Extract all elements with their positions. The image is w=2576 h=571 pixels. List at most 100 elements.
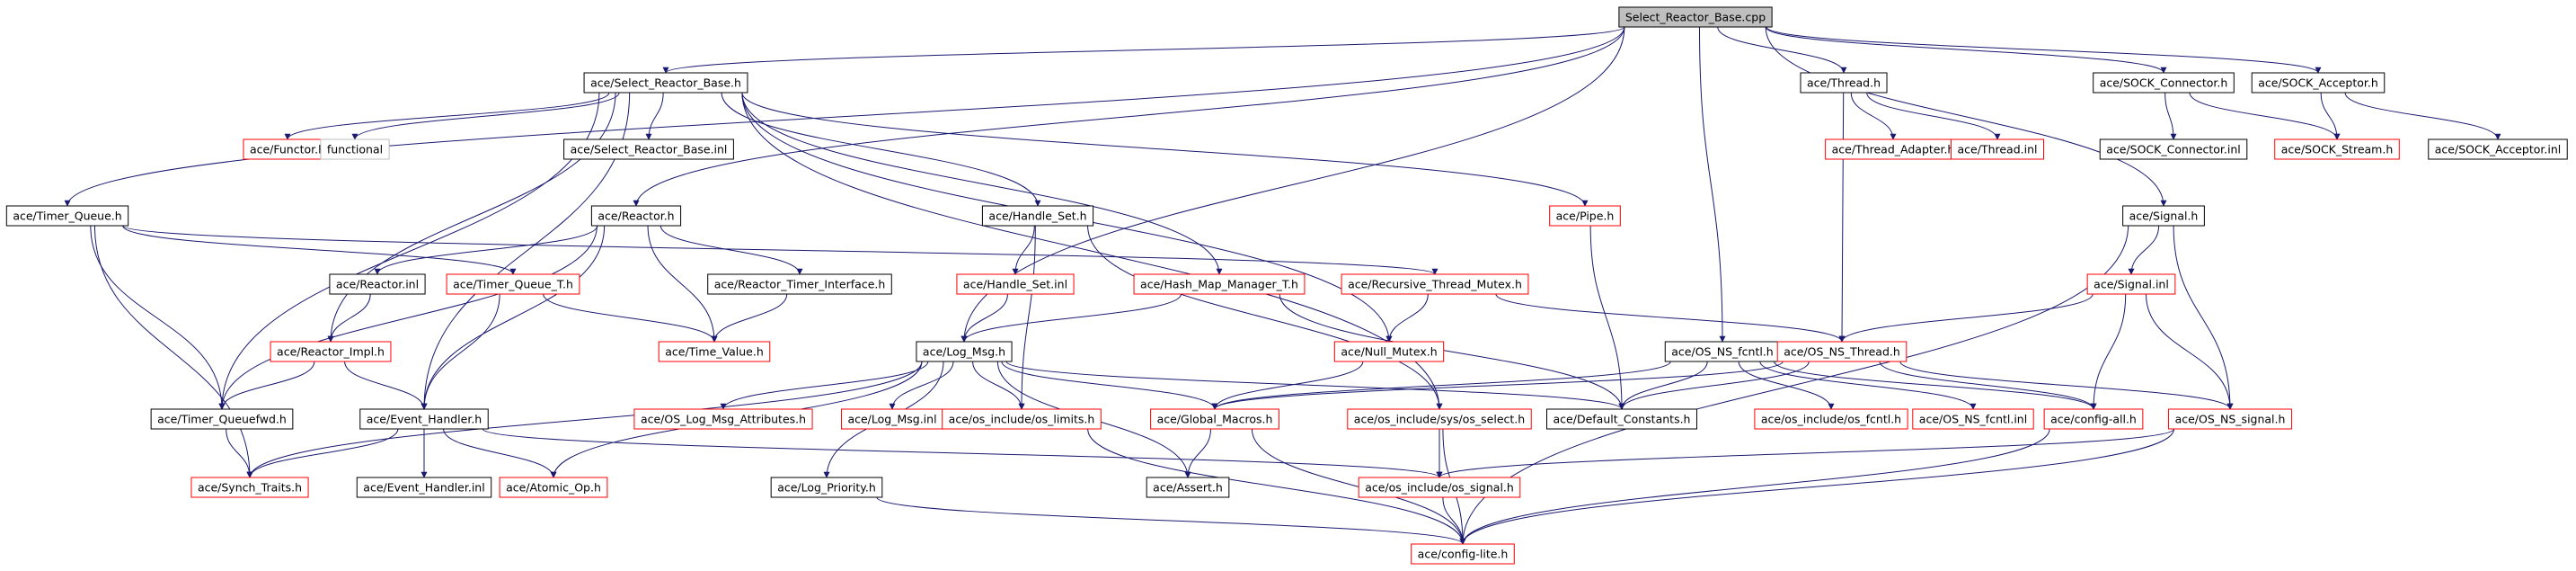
node-label: ace/Signal.inl	[2094, 278, 2169, 291]
node-log-msg[interactable]: ace/Log_Msg.h	[916, 341, 1013, 362]
node-box	[2251, 72, 2386, 94]
node-null-mutex[interactable]: ace/Null_Mutex.h	[1333, 341, 1445, 362]
node-select-inl[interactable]: ace/Select_Reactor_Base.inl	[563, 138, 734, 160]
node-box	[2168, 408, 2292, 430]
node-label: ace/Recursive_Thread_Mutex.h	[1348, 278, 1522, 291]
node-label: ace/Handle_Set.h	[988, 210, 1086, 223]
node-os-ns-thread[interactable]: ace/OS_NS_Thread.h	[1776, 341, 1908, 362]
nodes-layer: Select_Reactor_Base.cpp ace/Select_Reacto…	[5, 6, 2568, 565]
edge-timer-queue-t-to-event-handler	[420, 293, 500, 410]
node-box	[956, 273, 1075, 295]
edge-os-ns-fcntl-to-global-macros	[1211, 361, 1671, 410]
node-signal-inl[interactable]: ace/Signal.inl	[2086, 273, 2176, 295]
node-synch-traits[interactable]: ace/Synch_Traits.h	[190, 477, 309, 498]
node-global-macros[interactable]: ace/Global_Macros.h	[1150, 408, 1279, 430]
node-sock-acc-inl[interactable]: ace/SOCK_Acceptor.inl	[2428, 138, 2568, 160]
node-functional[interactable]: functional	[320, 138, 390, 160]
node-label: ace/Event_Handler.h	[367, 413, 482, 426]
node-os-limits[interactable]: ace/os_include/os_limits.h	[942, 408, 1102, 430]
node-timer-queue-h[interactable]: ace/Timer_Queue.h	[5, 205, 129, 227]
edge-signal-h-to-config-lite	[1459, 225, 2129, 545]
edge-reactor-h-to-reactor-inl	[374, 225, 598, 275]
edge-event-handler-to-atomic-op	[443, 428, 557, 478]
node-timer-queue-t[interactable]: ace/Timer_Queue_T.h	[446, 273, 580, 295]
node-box	[1341, 273, 1529, 295]
edge-select-cpp-to-sock-conn-h	[1765, 26, 2167, 74]
node-box	[1618, 6, 1773, 28]
node-os-fcntl[interactable]: ace/os_include/os_fcntl.h	[1754, 408, 1908, 430]
node-sock-conn-h[interactable]: ace/SOCK_Connector.h	[2093, 72, 2235, 94]
node-config-lite[interactable]: ace/config-lite.h	[1411, 543, 1515, 565]
node-os-log-attr[interactable]: ace/OS_Log_Msg_Attributes.h	[633, 408, 813, 430]
node-default-consts[interactable]: ace/Default_Constants.h	[1546, 408, 1697, 430]
node-time-value[interactable]: ace/Time_Value.h	[658, 341, 771, 362]
node-handle-set-inl[interactable]: ace/Handle_Set.inl	[956, 273, 1075, 295]
node-box	[356, 477, 492, 498]
edge-os-ns-fcntl-to-os-fcntl	[1738, 361, 1835, 410]
edge-sock-acc-h-to-sock-stream	[2320, 92, 2341, 140]
node-sock-acc-h[interactable]: ace/SOCK_Acceptor.h	[2251, 72, 2386, 94]
edge-reactor-h-to-timer-queuefwd	[218, 225, 598, 410]
node-os-ns-fcntl[interactable]: ace/OS_NS_fcntl.h	[1664, 341, 1781, 362]
node-label: ace/SOCK_Stream.h	[2281, 143, 2394, 156]
node-label: ace/config-all.h	[2050, 413, 2137, 426]
node-timer-queuefwd[interactable]: ace/Timer_Queuefwd.h	[150, 408, 294, 430]
node-os-ns-fcntl-inl[interactable]: ace/OS_NS_fcntl.inl	[1912, 408, 2034, 430]
edge-hash-map-to-default-consts	[1279, 293, 1625, 410]
node-handle-set-h[interactable]: ace/Handle_Set.h	[981, 205, 1094, 227]
node-box	[1146, 477, 1230, 498]
node-label: ace/OS_NS_Thread.h	[1784, 345, 1900, 359]
node-select-h[interactable]: ace/Select_Reactor_Base.h	[583, 72, 748, 94]
node-thread-h[interactable]: ace/Thread.h	[1800, 72, 1888, 94]
node-box	[150, 408, 294, 430]
edge-select-h-to-pipe-h	[741, 92, 1589, 207]
node-os-select[interactable]: ace/os_include/sys/os_select.h	[1347, 408, 1532, 430]
edge-log-msg-to-synch-traits	[246, 361, 923, 478]
edge-null-mutex-to-global-macros	[1211, 361, 1364, 410]
edge-global-macros-to-config-lite	[1251, 428, 1466, 545]
edge-select-h-to-reactor-impl	[327, 92, 616, 343]
node-thread-adapter[interactable]: ace/Thread_Adapter.h	[1825, 138, 1961, 160]
edge-select-cpp-to-sock-acc-h	[1766, 26, 2322, 74]
node-label: ace/os_include/sys/os_select.h	[1354, 413, 1525, 426]
node-box	[2274, 138, 2400, 160]
edge-event-handler-to-os-signal	[482, 428, 1443, 478]
node-label: ace/Atomic_Op.h	[506, 481, 601, 495]
node-box	[583, 72, 748, 94]
node-log-priority[interactable]: ace/Log_Priority.h	[770, 477, 883, 498]
node-assert-h[interactable]: ace/Assert.h	[1146, 477, 1230, 498]
node-reactor-h[interactable]: ace/Reactor.h	[590, 205, 682, 227]
node-config-all[interactable]: ace/config-all.h	[2043, 408, 2144, 430]
edge-timer-queue-h-to-rec-mutex	[122, 225, 1438, 275]
edge-os-ns-thread-to-default-consts	[1618, 361, 1810, 410]
node-label: ace/SOCK_Acceptor.h	[2258, 76, 2378, 90]
node-functor-h[interactable]: ace/Functor.h	[243, 138, 332, 160]
node-sock-conn-inl[interactable]: ace/SOCK_Connector.inl	[2099, 138, 2248, 160]
edge-config-all-to-config-lite	[1459, 428, 2050, 545]
node-atomic-op[interactable]: ace/Atomic_Op.h	[499, 477, 608, 498]
edge-select-cpp-to-signal-h	[1765, 26, 2167, 207]
node-reactor-timer-if[interactable]: ace/Reactor_Timer_Interface.h	[707, 273, 892, 295]
node-event-handler[interactable]: ace/Event_Handler.h	[359, 408, 489, 430]
node-log-msg-inl[interactable]: ace/Log_Msg.inl	[840, 408, 944, 430]
edge-global-macros-to-assert-h	[1184, 428, 1211, 478]
node-box	[981, 205, 1094, 227]
node-select-cpp[interactable]: Select_Reactor_Base.cpp	[1618, 6, 1773, 28]
node-label: ace/Select_Reactor_Base.h	[590, 76, 741, 90]
node-thread-inl[interactable]: ace/Thread.inl	[1951, 138, 2044, 160]
node-signal-h[interactable]: ace/Signal.h	[2122, 205, 2205, 227]
node-os-ns-signal[interactable]: ace/OS_NS_signal.h	[2168, 408, 2292, 430]
edges-layer	[64, 26, 2501, 545]
node-rec-mutex[interactable]: ace/Recursive_Thread_Mutex.h	[1341, 273, 1529, 295]
node-reactor-inl[interactable]: ace/Reactor.inl	[329, 273, 426, 295]
edge-timer-queue-t-to-time-value	[543, 293, 718, 343]
node-label: ace/Reactor.inl	[336, 278, 419, 291]
node-sock-stream[interactable]: ace/SOCK_Stream.h	[2274, 138, 2400, 160]
node-os-signal[interactable]: ace/os_include/os_signal.h	[1358, 477, 1521, 498]
node-box	[1150, 408, 1279, 430]
node-event-handler-inl[interactable]: ace/Event_Handler.inl	[356, 477, 492, 498]
node-hash-map[interactable]: ace/Hash_Map_Manager_T.h	[1133, 273, 1306, 295]
edge-handle-set-h-to-os-select	[1087, 225, 1443, 410]
node-reactor-impl[interactable]: ace/Reactor_Impl.h	[270, 341, 392, 362]
node-pipe-h[interactable]: ace/Pipe.h	[1549, 205, 1621, 227]
